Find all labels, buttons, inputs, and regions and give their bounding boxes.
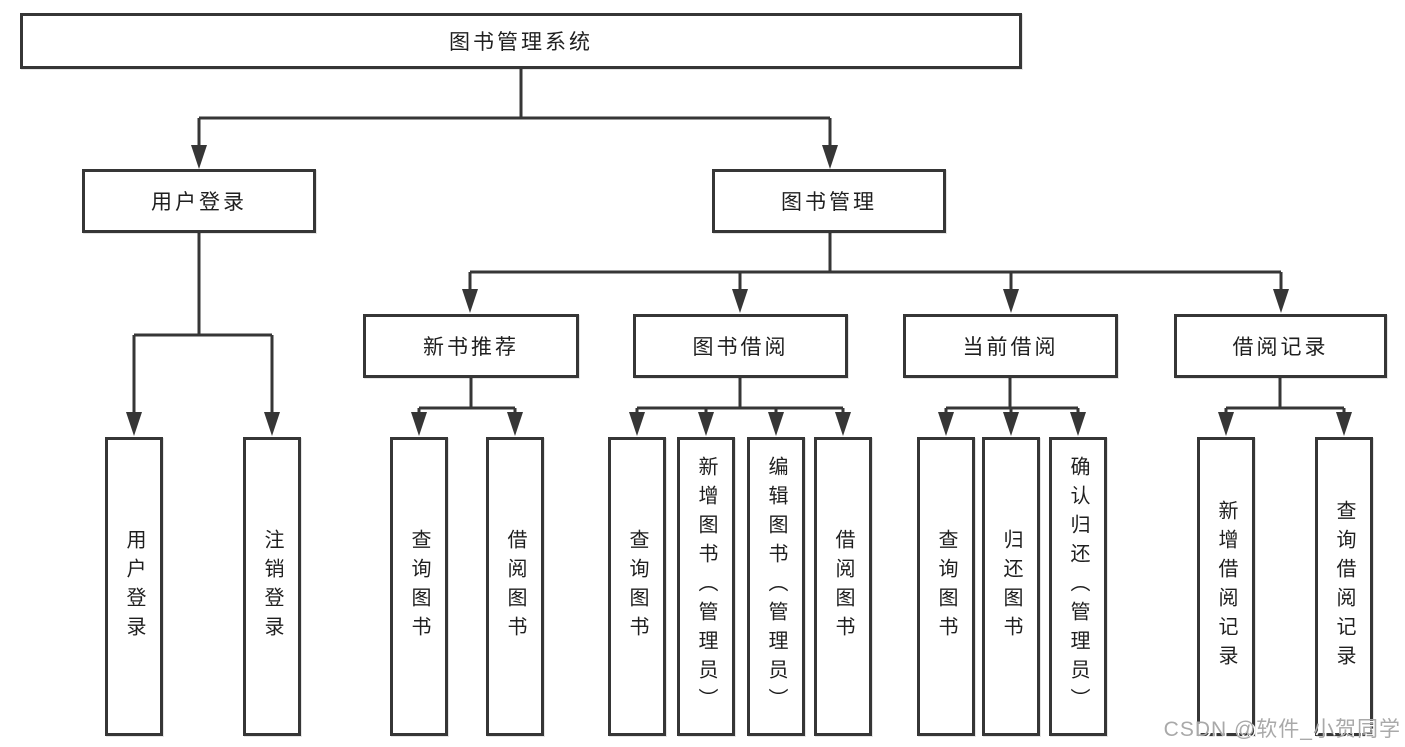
arrow-down-icon bbox=[822, 145, 838, 169]
arrow-down-icon bbox=[1218, 412, 1234, 436]
leaf-borrow-books-borrowing: 借阅图书 bbox=[814, 437, 872, 736]
arrow-down-icon bbox=[126, 412, 142, 436]
arrow-down-icon bbox=[1336, 412, 1352, 436]
leaf-query-books-borrowing: 查询图书 bbox=[608, 437, 666, 736]
arrow-down-icon bbox=[1273, 289, 1289, 313]
node-borrowing-records: 借阅记录 bbox=[1174, 314, 1387, 378]
leaf-query-borrow-record: 查询借阅记录 bbox=[1315, 437, 1373, 736]
arrow-down-icon bbox=[462, 289, 478, 313]
leaf-return-books: 归还图书 bbox=[982, 437, 1040, 736]
node-new-book-recommend: 新书推荐 bbox=[363, 314, 579, 378]
leaf-edit-books-admin: 编辑图书（管理员） bbox=[747, 437, 805, 736]
leaf-logout-login: 注销登录 bbox=[243, 437, 301, 736]
arrow-down-icon bbox=[1070, 412, 1086, 436]
connector-user-login bbox=[132, 233, 274, 413]
arrow-down-icon bbox=[938, 412, 954, 436]
node-user-login: 用户登录 bbox=[82, 169, 316, 233]
connector-root bbox=[197, 69, 832, 147]
leaf-query-books-recommend: 查询图书 bbox=[390, 437, 448, 736]
arrow-down-icon bbox=[1003, 412, 1019, 436]
arrow-down-icon bbox=[264, 412, 280, 436]
leaf-query-books-current: 查询图书 bbox=[917, 437, 975, 736]
connector-current-borrowing bbox=[944, 378, 1080, 414]
arrow-down-icon bbox=[507, 412, 523, 436]
node-book-management: 图书管理 bbox=[712, 169, 946, 233]
leaf-user-login: 用户登录 bbox=[105, 437, 163, 736]
leaf-add-borrow-record: 新增借阅记录 bbox=[1197, 437, 1255, 736]
node-library-management-system: 图书管理系统 bbox=[20, 13, 1022, 69]
arrow-down-icon bbox=[191, 145, 207, 169]
leaf-add-books-admin: 新增图书（管理员） bbox=[677, 437, 735, 736]
connector-new-book-recommend bbox=[417, 378, 517, 414]
arrow-down-icon bbox=[411, 412, 427, 436]
connector-book-borrowing bbox=[635, 378, 845, 414]
node-book-borrowing: 图书借阅 bbox=[633, 314, 848, 378]
arrow-down-icon bbox=[732, 289, 748, 313]
leaf-confirm-return-admin: 确认归还（管理员） bbox=[1049, 437, 1107, 736]
arrow-down-icon bbox=[629, 412, 645, 436]
connector-book-management bbox=[468, 233, 1283, 290]
csdn-watermark: CSDN @软件_小贺同学 bbox=[1163, 718, 1401, 741]
node-current-borrowing: 当前借阅 bbox=[903, 314, 1118, 378]
arrow-down-icon bbox=[835, 412, 851, 436]
leaf-borrow-books-recommend: 借阅图书 bbox=[486, 437, 544, 736]
arrow-down-icon bbox=[1003, 289, 1019, 313]
connector-borrowing-records bbox=[1224, 378, 1346, 414]
arrow-down-icon bbox=[698, 412, 714, 436]
arrow-down-icon bbox=[768, 412, 784, 436]
